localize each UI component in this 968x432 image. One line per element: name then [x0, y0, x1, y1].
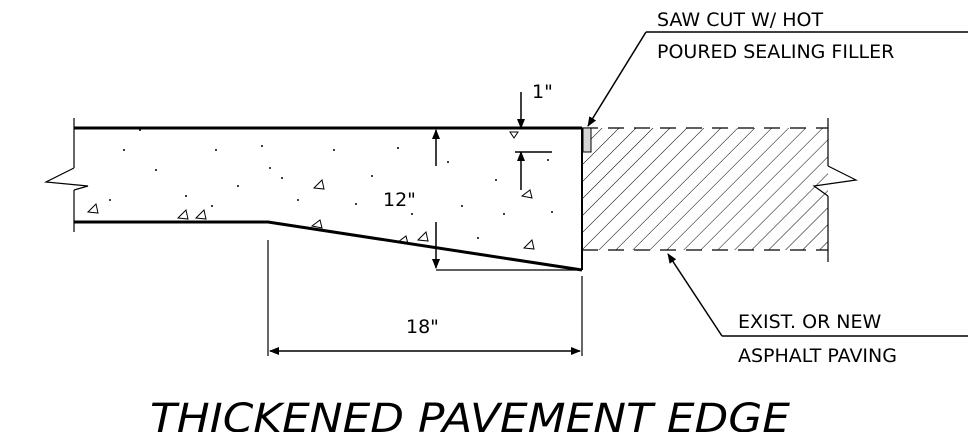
detail-title: THICKENED PAVEMENT EDGE: [150, 396, 791, 432]
dim-top-label: 1": [532, 81, 553, 103]
asphalt-label-line1: EXIST. OR NEW: [738, 311, 882, 333]
dim-saw-cut-depth: [515, 92, 552, 190]
dim-thickness: [432, 129, 576, 271]
dim-width-label: 18": [406, 316, 439, 338]
saw-cut-label-line1: SAW CUT W/ HOT: [657, 9, 823, 31]
concrete-slab: [43, 118, 583, 272]
asphalt-paving: [582, 118, 858, 262]
aggregate-texture: [86, 131, 535, 250]
saw-cut-leader: [587, 31, 968, 127]
dim-depth-label: 12": [383, 189, 416, 211]
aggregate-dots: [109, 129, 553, 239]
dim-width: [267, 240, 583, 356]
asphalt-label-line2: ASPHALT PAVING: [738, 345, 897, 367]
saw-cut-label-line2: POURED SEALING FILLER: [657, 41, 894, 63]
asphalt-leader: [667, 253, 968, 337]
saw-cut-filler: [582, 127, 592, 153]
